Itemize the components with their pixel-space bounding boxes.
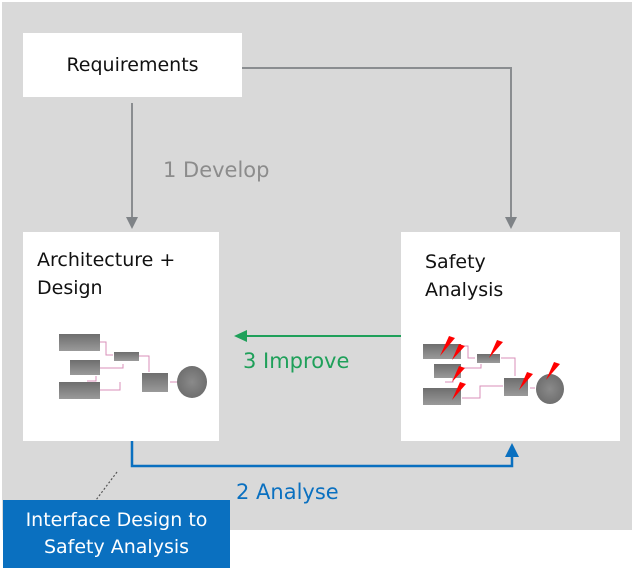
callout-leader — [95, 471, 118, 501]
requirements-label: Requirements — [66, 54, 199, 76]
analyse-label: 2 Analyse — [236, 480, 339, 504]
improve-label: 3 Improve — [243, 349, 350, 373]
architecture-design-node[interactable]: Architecture + Design — [23, 232, 219, 441]
architecture-block-diagram-icon — [59, 334, 207, 399]
requirements-node[interactable]: Requirements — [23, 33, 242, 97]
requirements-to-safety-arrow — [242, 67, 517, 229]
interface-callout: Interface Design to Safety Analysis — [3, 500, 230, 568]
develop-label: 1 Develop — [163, 158, 270, 182]
interface-callout-text: Interface Design to Safety Analysis — [25, 509, 208, 558]
safety-hazard-diagram-icon — [423, 336, 564, 405]
safety-analysis-label: Safety Analysis — [425, 251, 504, 301]
hazard-marker-icons — [440, 336, 560, 400]
analyse-arrow — [130, 441, 519, 468]
develop-arrow — [126, 103, 138, 229]
improve-arrow — [234, 330, 401, 342]
safety-analysis-node[interactable]: Safety Analysis — [401, 232, 620, 441]
architecture-design-label: Architecture + Design — [37, 249, 176, 299]
